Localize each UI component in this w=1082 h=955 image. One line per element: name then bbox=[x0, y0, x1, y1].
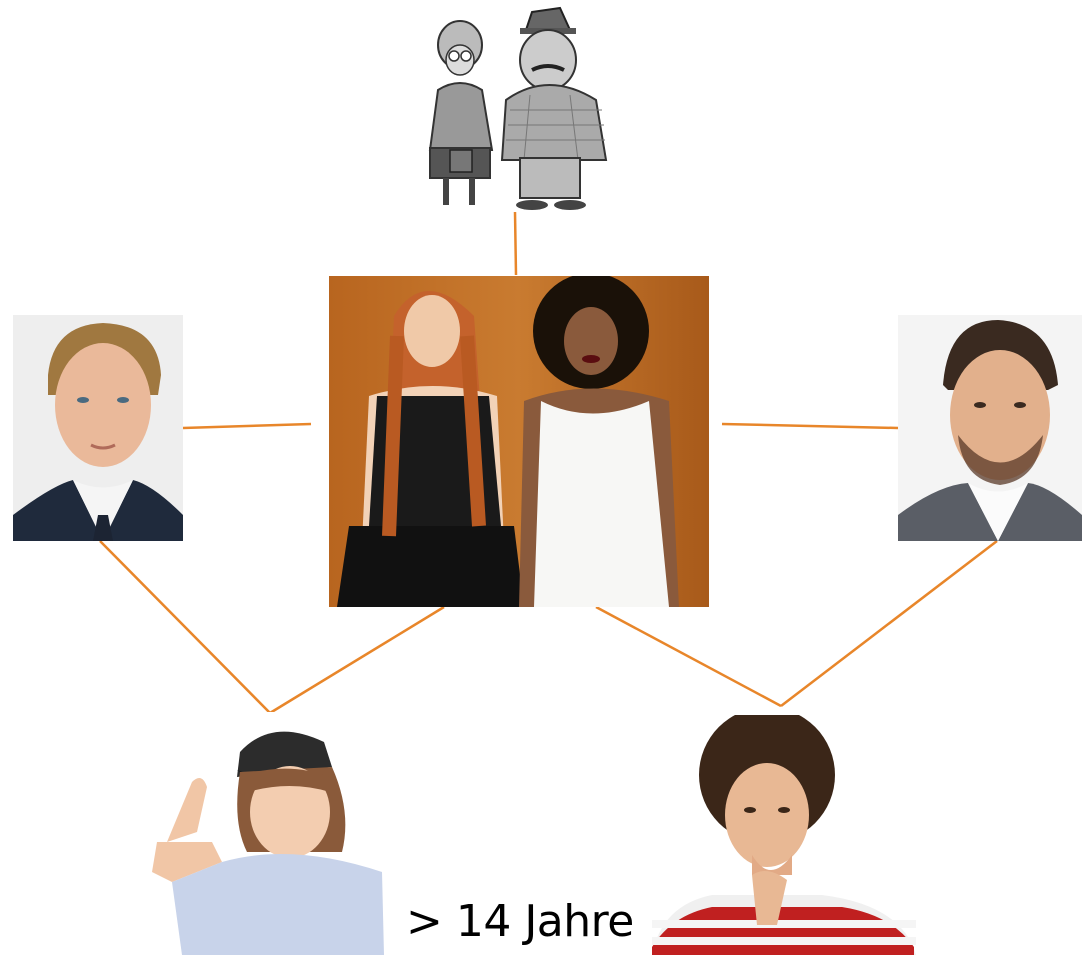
grandparents-cartoon-image bbox=[420, 0, 610, 212]
connector-couple-to-right-man bbox=[721, 422, 899, 430]
connector-grandparents-to-couple bbox=[513, 211, 518, 276]
father-right-portrait bbox=[898, 315, 1082, 541]
connector-left-man-to-girl bbox=[99, 540, 271, 714]
connector-couple-to-boy bbox=[595, 605, 782, 708]
connector-right-man-to-boy bbox=[780, 540, 998, 707]
father-left-portrait bbox=[13, 315, 183, 541]
teen-girl-photo bbox=[152, 712, 384, 955]
teen-boy-photo bbox=[652, 715, 916, 955]
connector-couple-to-girl bbox=[269, 605, 445, 715]
mothers-couple-photo bbox=[329, 276, 709, 607]
connector-left-man-to-couple bbox=[182, 422, 312, 430]
age-caption: > 14 Jahre bbox=[406, 896, 634, 947]
